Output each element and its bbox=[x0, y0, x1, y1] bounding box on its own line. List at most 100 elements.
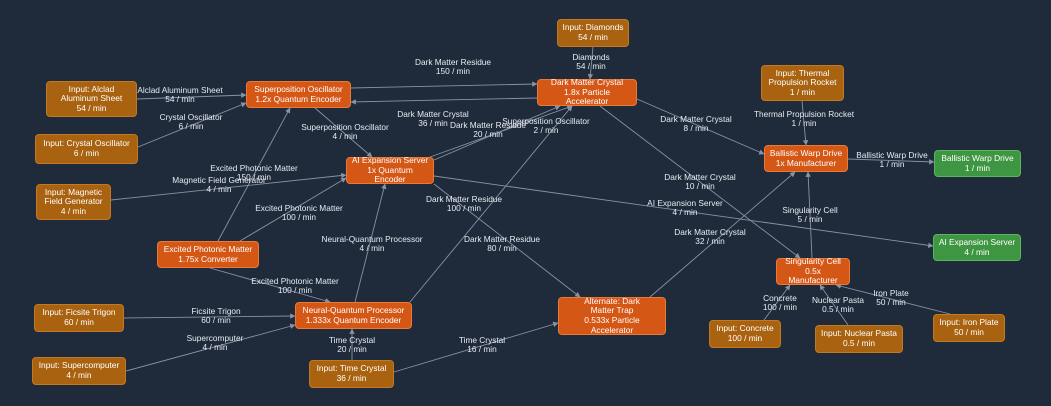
edge-arrow bbox=[354, 183, 387, 303]
edge-label-item: Dark Matter Residue bbox=[450, 120, 526, 130]
node-label-line2: 1.8x Particle Accelerator bbox=[563, 86, 611, 107]
edge-label-item: Diamonds bbox=[572, 52, 609, 62]
edge-arrow bbox=[433, 183, 581, 298]
edge-label-item: Dark Matter Crystal bbox=[660, 114, 732, 124]
edge-label-item: Dark Matter Crystal bbox=[674, 227, 746, 237]
edge-arrow bbox=[393, 321, 559, 373]
edge-arrow bbox=[110, 172, 347, 201]
edge-label-rate: 4 / min bbox=[360, 243, 385, 253]
node-singularity-cell[interactable]: Singularity Cell 0.5x Manufacturer bbox=[776, 257, 850, 285]
node-label-line1: Input: Concrete bbox=[716, 323, 774, 334]
node-label-line2: 1x Quantum Encoder bbox=[367, 164, 413, 185]
node-label-line2: 1.2x Quantum Encoder bbox=[255, 93, 342, 104]
edge-label-item: Ballistic Warp Drive bbox=[856, 150, 928, 160]
node-dark-matter-crystal[interactable]: Dark Matter Crystal 1.8x Particle Accele… bbox=[537, 78, 637, 107]
edge-label-rate: 150 / min bbox=[237, 172, 272, 182]
edge-label-rate: 80 / min bbox=[487, 243, 517, 253]
node-input-nuclear-pasta[interactable]: Input: Nuclear Pasta 0.5 / min bbox=[815, 325, 903, 353]
edge-label-item: Alclad Aluminum Sheet bbox=[137, 85, 223, 95]
edge-arrow bbox=[433, 105, 561, 161]
node-rate: 4 / min bbox=[60, 205, 87, 216]
node-label-line1: Ballistic Warp Drive bbox=[941, 152, 1014, 163]
node-ballistic-warp-drive[interactable]: Ballistic Warp Drive 1x Manufacturer bbox=[764, 145, 848, 172]
node-output-ballistic-warp-drive[interactable]: Ballistic Warp Drive 1 / min bbox=[934, 150, 1021, 177]
node-input-concrete[interactable]: Input: Concrete 100 / min bbox=[709, 320, 781, 348]
node-rate: 1 / min bbox=[789, 86, 816, 97]
node-label-line1: Input: Supercomputer bbox=[38, 360, 120, 371]
edge-label-item: Superposition Oscillator bbox=[502, 116, 590, 126]
edge-label-item: Excited Photonic Matter bbox=[255, 203, 343, 213]
edge-arrow bbox=[209, 267, 331, 304]
edge-label-rate: 5 / min bbox=[798, 214, 823, 224]
edge-arrow bbox=[350, 81, 538, 89]
node-rate: 4 / min bbox=[964, 246, 990, 257]
node-ai-expansion-server[interactable]: AI Expansion Server 1x Quantum Encoder bbox=[346, 156, 434, 185]
edge-label-rate: 16 / min bbox=[467, 344, 497, 354]
edge-label-item: Dark Matter Crystal bbox=[397, 109, 469, 119]
edge-label-rate: 6 / min bbox=[179, 121, 204, 131]
edge-label-item: Dark Matter Crystal bbox=[664, 172, 736, 182]
edge-label-rate: 100 / min bbox=[282, 212, 317, 222]
node-label-line1: Ballistic Warp Drive bbox=[769, 147, 843, 158]
edge-arrow bbox=[835, 283, 951, 315]
edge-label-rate: 8 / min bbox=[684, 123, 709, 133]
edge-label-rate: 36 / min bbox=[418, 118, 448, 128]
node-input-supercomputer[interactable]: Input: Supercomputer 4 / min bbox=[32, 357, 126, 385]
edge-arrow bbox=[125, 323, 296, 372]
node-input-iron-plate[interactable]: Input: Iron Plate 50 / min bbox=[933, 314, 1005, 342]
node-input-time-crystal[interactable]: Input: Time Crystal 36 / min bbox=[309, 360, 394, 388]
edge-label-item: Dark Matter Residue bbox=[464, 234, 540, 244]
node-alternate-dark-matter-trap[interactable]: Alternate: Dark Matter Trap 0.533x Parti… bbox=[558, 296, 666, 335]
node-input-diamonds[interactable]: Input: Diamonds 54 / min bbox=[557, 19, 629, 47]
edge-arrow bbox=[409, 105, 573, 303]
node-output-ai-expansion-server[interactable]: AI Expansion Server 4 / min bbox=[933, 234, 1021, 261]
node-neural-quantum-processor[interactable]: Neural-Quantum Processor 1.333x Quantum … bbox=[295, 302, 412, 329]
node-input-ficsite-trigon[interactable]: Input: Ficsite Trigon 60 / min bbox=[34, 304, 124, 332]
node-label-line1: Superposition Oscillator bbox=[254, 83, 343, 94]
node-superposition-oscillator[interactable]: Superposition Oscillator 1.2x Quantum En… bbox=[246, 81, 351, 108]
node-rate: 100 / min bbox=[727, 333, 763, 343]
node-label-line2: 1.333x Quantum Encoder bbox=[305, 314, 402, 325]
edge-label-item: Crystal Oscillator bbox=[160, 112, 223, 122]
node-input-crystal-oscillator[interactable]: Input: Crystal Oscillator 6 / min bbox=[35, 134, 138, 164]
edge-label-rate: 20 / min bbox=[473, 129, 503, 139]
edge-arrow bbox=[819, 284, 849, 326]
edge-label-rate: 0.5 / min bbox=[822, 304, 854, 314]
edge-arrow bbox=[137, 102, 247, 148]
edge-label-item: Ficsite Trigon bbox=[191, 306, 241, 316]
node-label-line1: AI Expansion Server bbox=[938, 236, 1016, 247]
node-label-line2: Matter Trap bbox=[590, 305, 634, 316]
node-label-line1: Input: Thermal bbox=[775, 67, 830, 78]
node-label-line2: Field Generator bbox=[44, 196, 103, 207]
edge-label-rate: 54 / min bbox=[165, 94, 195, 104]
node-rate: 6 / min bbox=[73, 148, 100, 158]
edge-label-rate: 1 / min bbox=[792, 118, 817, 128]
node-label-line1: Input: Magnetic bbox=[44, 186, 103, 197]
node-excited-photonic-matter[interactable]: Excited Photonic Matter 1.75x Converter bbox=[157, 241, 259, 268]
node-input-alclad-aluminum-sheet[interactable]: Input: Alclad Aluminum Sheet 54 / min bbox=[46, 81, 137, 117]
node-input-thermal-propulsion-rocket[interactable]: Input: Thermal Propulsion Rocket 1 / min bbox=[761, 65, 844, 101]
node-rate: 4 / min bbox=[66, 370, 92, 380]
edge-label-item: Neural-Quantum Processor bbox=[322, 234, 423, 244]
edge-label-rate: 4 / min bbox=[203, 342, 228, 352]
edge-label-item: Superposition Oscillator bbox=[301, 122, 389, 132]
node-input-magnetic-field-generator[interactable]: Input: Magnetic Field Generator 4 / min bbox=[36, 184, 111, 220]
node-label-line1: Neural-Quantum Processor bbox=[302, 304, 405, 315]
edge-label-item: Iron Plate bbox=[873, 288, 909, 298]
